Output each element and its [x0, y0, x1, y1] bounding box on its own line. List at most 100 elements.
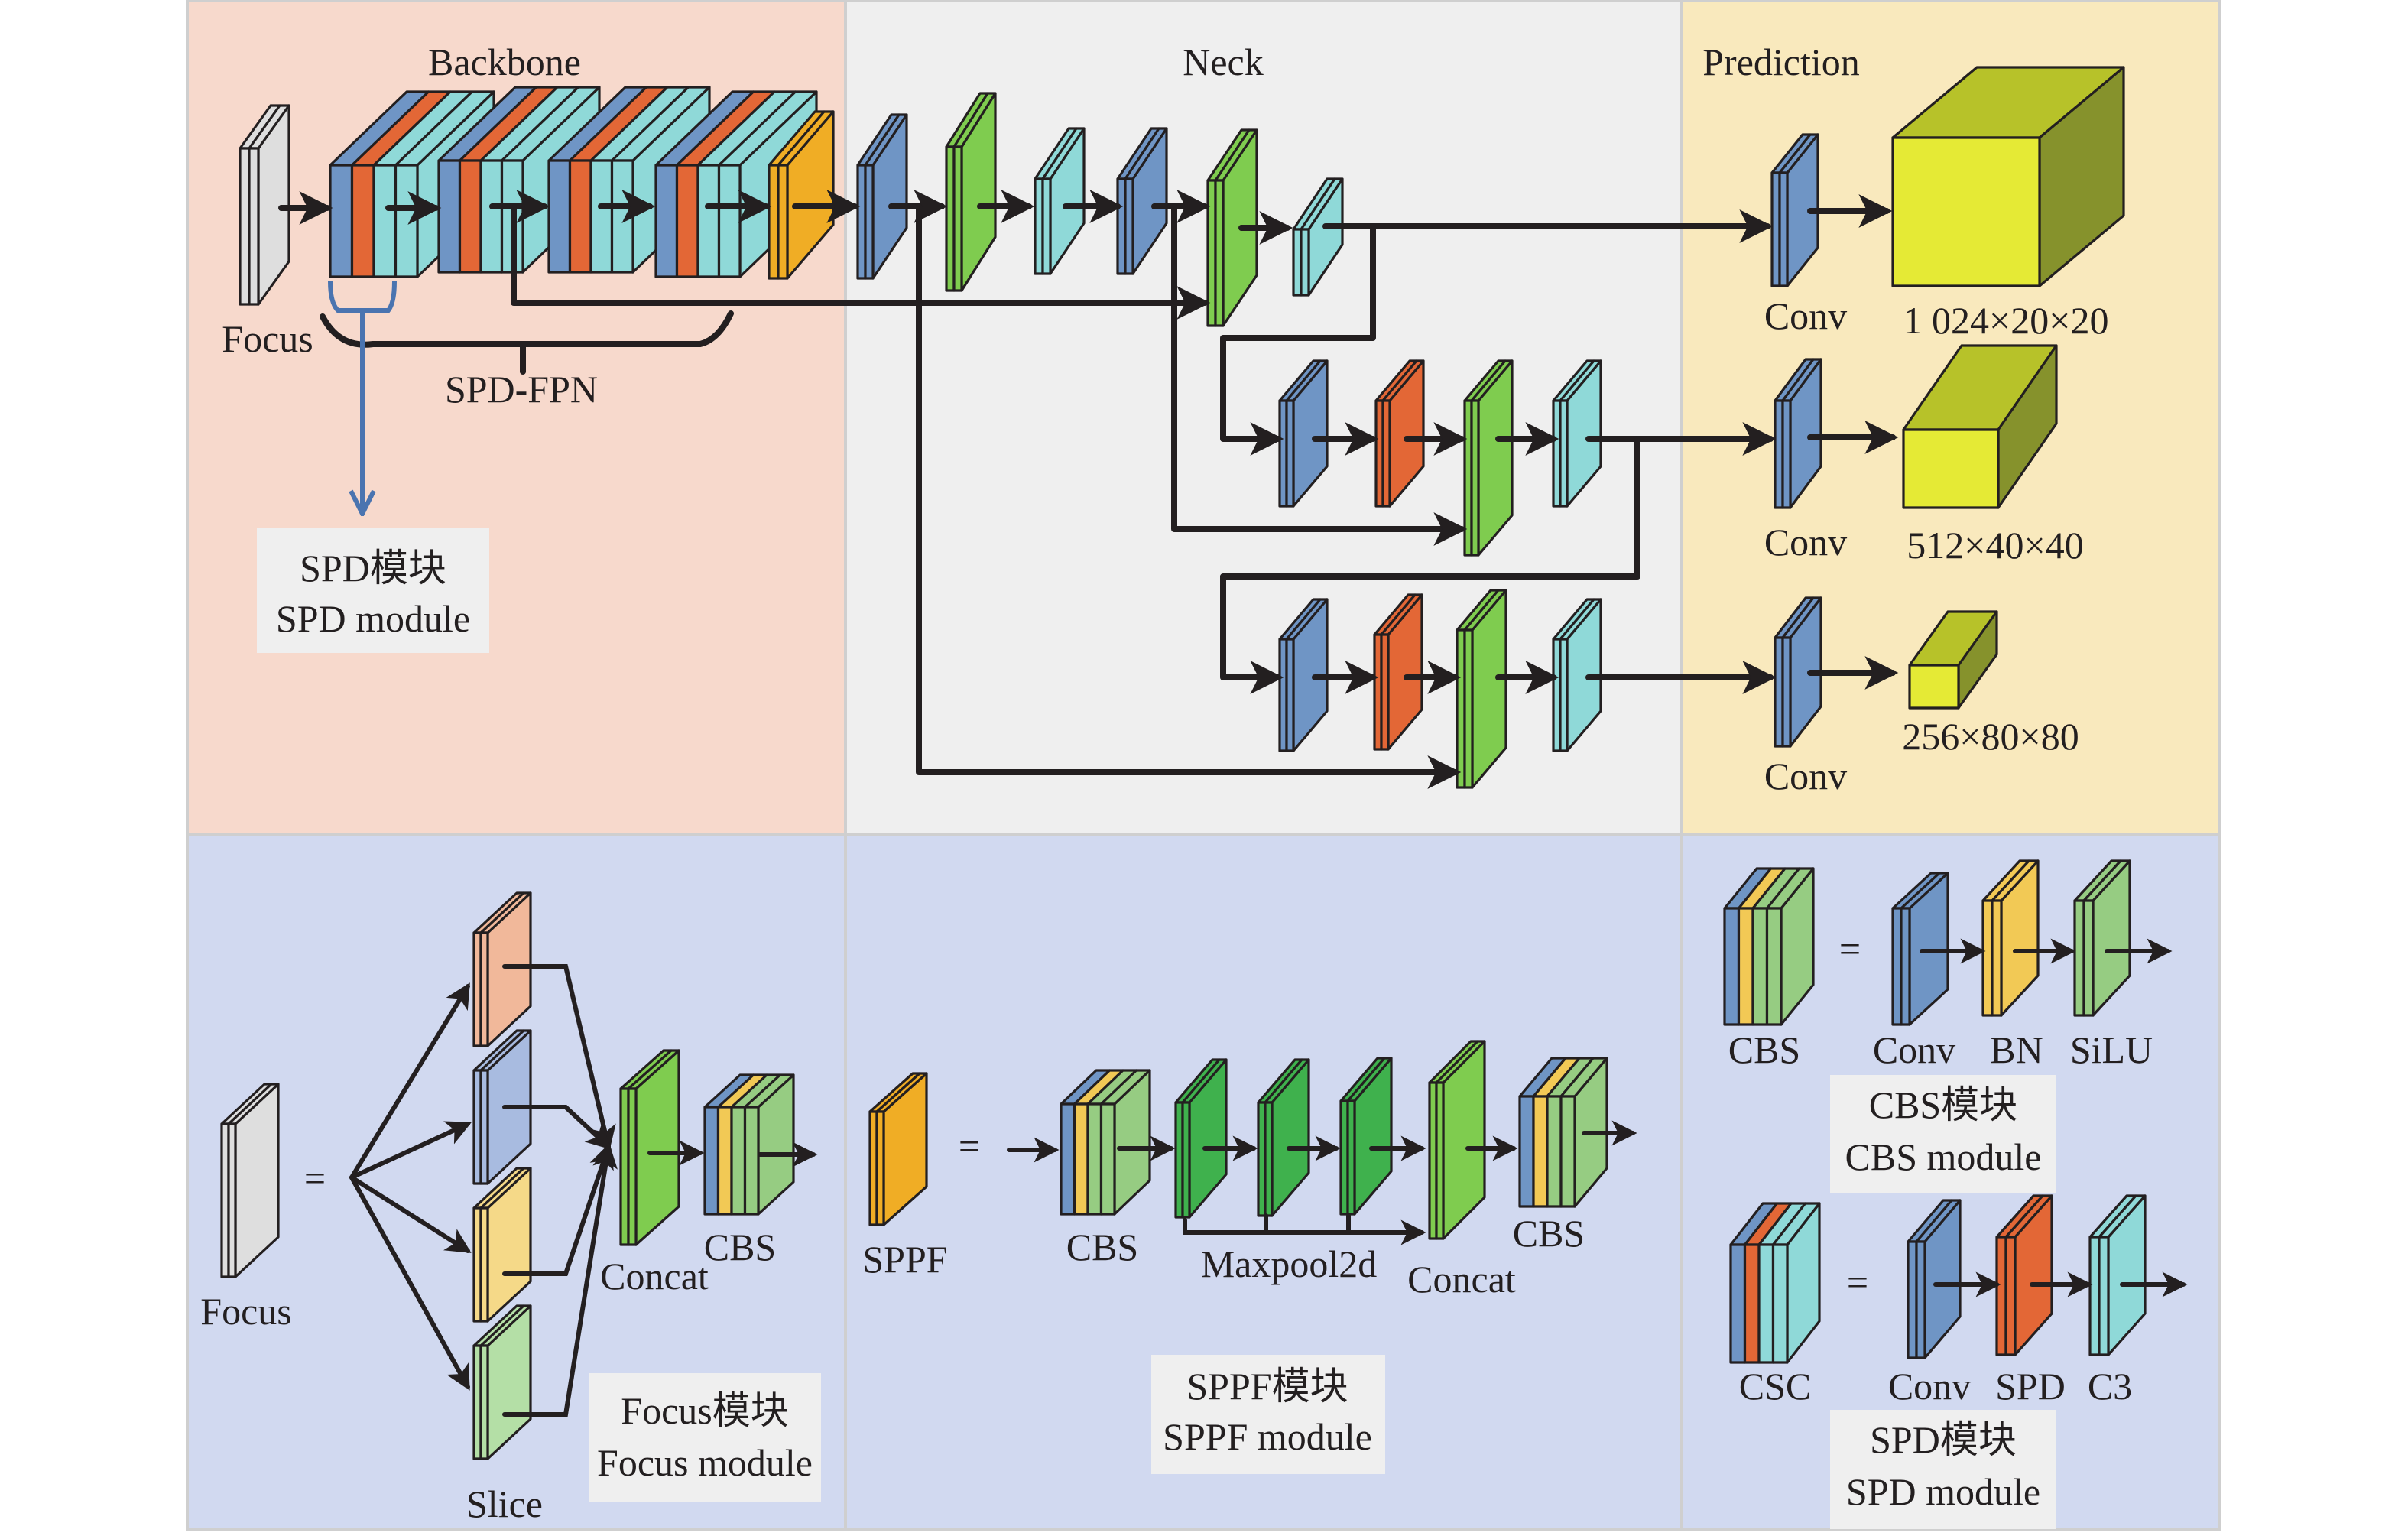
- focus-module-cbs-layer-front: [730, 1106, 747, 1216]
- backbone-csc-layer-3-front: [568, 159, 592, 274]
- neck-conv-4: [1278, 598, 1329, 752]
- pred-output-1: [1891, 66, 2125, 287]
- neck-concat-3-front: [1470, 399, 1480, 557]
- focus-module-connections: [349, 964, 818, 1417]
- focus-module-cbs-label: CBS: [704, 1226, 777, 1268]
- pred-output-3-front: [1908, 664, 1960, 710]
- neck-concat-4-front: [1463, 628, 1474, 789]
- maxpool-layer-1-front: [1181, 1101, 1191, 1219]
- cbs-bn-layer: [1981, 859, 2040, 1017]
- focus-caption-en: Focus module: [597, 1441, 813, 1484]
- slice-layer-1-front: [479, 931, 489, 1047]
- cbs-conv-layer-front: [1891, 907, 1903, 1026]
- csc-part-c3: C3: [2088, 1365, 2132, 1408]
- focus-module-cbs-layer-front: [716, 1106, 733, 1216]
- focus-module-cbs-layer: [703, 1073, 795, 1216]
- sppf-module-connections: [1007, 1120, 1637, 1245]
- sppf-module-cbs-layer-1-front: [1060, 1102, 1076, 1216]
- focus-module-concat-layer-front: [627, 1087, 638, 1246]
- sppf-caption-box: SPPF模块 SPPF module: [1151, 1355, 1385, 1474]
- cbs-caption-cn: CBS模块: [1869, 1083, 2018, 1126]
- pred-conv-1: [1770, 133, 1819, 287]
- pred-shape-label-1: 1 024×20×20: [1903, 299, 2109, 342]
- backbone-csc-layer-4-front: [696, 164, 721, 278]
- prediction-title: Prediction: [1702, 41, 1860, 83]
- neck-c3-3: [1552, 359, 1602, 508]
- neck-conv-3: [1278, 359, 1329, 508]
- neck-conv-1-front: [864, 164, 875, 280]
- sppf-concat-label: Concat: [1407, 1258, 1516, 1301]
- focus-module-focus-layer: [220, 1083, 280, 1278]
- csc-spd-layer: [1995, 1194, 2053, 1356]
- backbone-focus-layer: [239, 104, 290, 306]
- maxpool-layer-1: [1174, 1058, 1228, 1219]
- slice-layer-4-front: [479, 1344, 489, 1460]
- csc-caption-box: SPD模块 SPD module: [1830, 1410, 2056, 1529]
- csc-caption-cn: SPD模块: [1870, 1418, 2017, 1461]
- focus-caption-box: Focus模块 Focus module: [589, 1373, 821, 1502]
- maxpool-layer-2: [1257, 1058, 1310, 1217]
- backbone-csc-layer-2-front: [458, 159, 482, 274]
- sppf-module-cbs-layer-1-front: [1086, 1102, 1103, 1216]
- cbs-silu-layer-front: [2073, 899, 2085, 1017]
- backbone-csc-layer-2-front: [437, 159, 462, 274]
- cbs-equals: =: [1839, 927, 1861, 970]
- neck-c3-2: [1292, 177, 1344, 297]
- pred-conv-label-2: Conv: [1764, 521, 1847, 563]
- cbs-caption-en: CBS module: [1845, 1135, 2042, 1178]
- slice-layer-4: [472, 1304, 532, 1460]
- pred-output-1-front: [1891, 136, 2041, 287]
- neck-c3-3-front: [1559, 399, 1569, 508]
- focus-module-slice-label: Slice: [466, 1482, 543, 1525]
- backbone-title: Backbone: [428, 41, 581, 83]
- sppf-cbs-label-1: CBS: [1066, 1226, 1139, 1268]
- neck-conv-4-front: [1285, 638, 1295, 752]
- connections: [278, 190, 1899, 789]
- neck-concat-4: [1456, 589, 1507, 789]
- backbone-csc-layer-4-front: [717, 164, 742, 278]
- pred-conv-3: [1774, 596, 1822, 748]
- focus-label: Focus: [222, 317, 313, 360]
- sppf-module-sppf-layer-front: [875, 1110, 885, 1226]
- csc-composite-layer: [1729, 1202, 1821, 1364]
- csc-caption-en: SPD module: [1846, 1470, 2040, 1513]
- focus-module-cbs-layer-front: [703, 1106, 720, 1216]
- neck-conv-2: [1116, 127, 1168, 275]
- slice-layer-2-front: [479, 1069, 489, 1185]
- cbs-bn-layer-front: [1981, 899, 1994, 1017]
- focus-module-equals: =: [304, 1157, 326, 1200]
- neck-concat-2-front: [1214, 179, 1225, 327]
- neck-conv-2-front: [1124, 177, 1134, 275]
- csc-conv-layer-front: [1915, 1240, 1926, 1359]
- pred-conv-1-front: [1778, 171, 1789, 287]
- pred-shape-label-3: 256×80×80: [1902, 715, 2079, 758]
- cbs-silu-layer: [2073, 859, 2131, 1017]
- backbone-csc-layer-2-front: [479, 159, 504, 274]
- pred-conv-label-3: Conv: [1764, 755, 1847, 797]
- neck-c3-4-front: [1559, 638, 1569, 752]
- cbs-csc-connections: [1920, 938, 2188, 1297]
- backbone-sppf-layer-front: [768, 164, 780, 280]
- spd-caption-cn: SPD模块: [300, 547, 446, 589]
- maxpool-layer-3-front: [1346, 1099, 1356, 1216]
- backbone-csc-layer-3-front: [610, 159, 634, 274]
- csc-c3-layer-front: [2088, 1236, 2101, 1356]
- cbs-bn-layer-front: [1991, 899, 2003, 1017]
- neck-concat-3: [1463, 359, 1514, 557]
- neck-conv-3-front: [1285, 399, 1295, 508]
- sppf-module-cbs-layer-1-front: [1099, 1102, 1116, 1216]
- sppf-caption-cn: SPPF模块: [1186, 1365, 1348, 1408]
- neck-c3-2-front: [1300, 228, 1310, 297]
- csc-equals: =: [1847, 1261, 1868, 1304]
- neck-c3-4: [1552, 598, 1602, 752]
- cbs-composite-layer-front: [1737, 907, 1754, 1026]
- cbs-caption-box: CBS模块 CBS module: [1830, 1075, 2056, 1193]
- sppf-module-cbs-layer-2-front: [1559, 1095, 1576, 1208]
- sppf-equals: =: [959, 1125, 980, 1167]
- sppf-module-concat-layer: [1428, 1040, 1486, 1240]
- csc-c3-layer-front: [2098, 1236, 2110, 1356]
- cbs-composite-layer-front: [1723, 907, 1741, 1026]
- neck-title: Neck: [1183, 41, 1264, 83]
- pred-output-2: [1902, 344, 2058, 509]
